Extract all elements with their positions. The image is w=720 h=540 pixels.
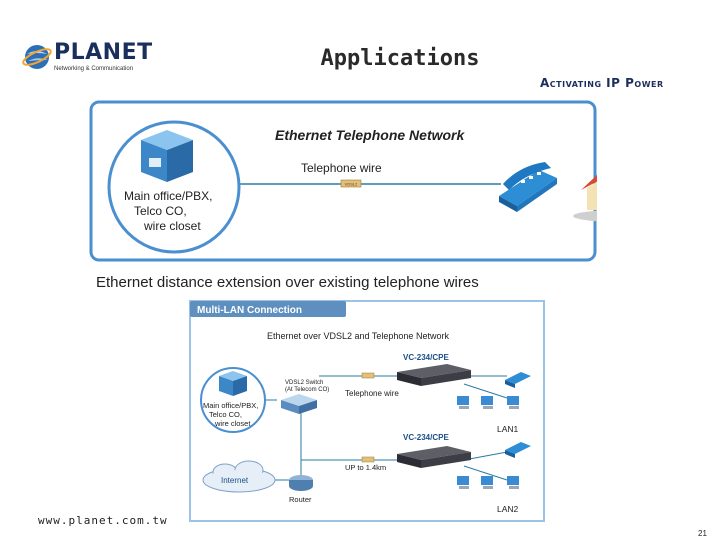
diagram-header-bar	[190, 301, 346, 317]
lan2-label: LAN2	[497, 504, 519, 514]
planet-logo: PLANET Networking & Communication	[22, 40, 152, 76]
logo-tagline: Networking & Communication	[54, 66, 134, 72]
wire-label: Telephone wire	[345, 389, 399, 398]
internet-cloud-icon	[202, 460, 276, 493]
telephone-icon	[505, 442, 531, 458]
wire-label: Telephone wire	[301, 161, 382, 175]
switch-label: VDSL2 Switch (At Telecom CO)	[285, 380, 329, 393]
slide-title: Applications	[320, 46, 480, 71]
network-lines	[231, 375, 508, 481]
main-office-label: Main office/PBX, Telco CO, wire closet	[203, 401, 260, 428]
ethernet-telephone-network-diagram: Ethernet Telephone Network Telephone wir…	[89, 100, 597, 262]
slide-subtitle: Ethernet distance extension over existin…	[96, 274, 479, 291]
diagram-header: Multi-LAN Connection	[197, 305, 302, 316]
computer-icons-lan2	[457, 476, 519, 489]
distance-label: UP to 1.4km	[345, 463, 386, 472]
router-icon	[289, 475, 313, 491]
slide-tagline: Activating IP Power	[540, 76, 664, 90]
cpe-device-bottom-icon	[397, 446, 471, 468]
telephone-icon	[505, 372, 531, 388]
lan1-label: LAN1	[497, 424, 519, 434]
globe-icon	[22, 45, 52, 69]
vdsl2-connector-bottom	[361, 456, 375, 463]
diagram-title: Ethernet over VDSL2 and Telephone Networ…	[267, 331, 449, 341]
computer-icons-lan1	[457, 396, 519, 409]
vdsl2-connector	[340, 179, 362, 188]
main-office-circle	[200, 367, 266, 433]
footer-url: www.planet.com.tw	[38, 514, 168, 527]
device-top-label: VC-234/CPE	[403, 353, 449, 362]
main-office-label: Main office/PBX, Telco CO, wire closet	[124, 189, 216, 233]
cpe-device-top-icon	[397, 364, 471, 386]
diagram-title: Ethernet Telephone Network	[275, 127, 466, 143]
vdsl2-connector-top	[361, 372, 375, 379]
logo-name: PLANET	[54, 40, 153, 65]
vdsl2-switch-icon	[281, 394, 317, 414]
multi-lan-connection-diagram: Multi-LAN Connection Ethernet over VDSL2…	[189, 300, 545, 522]
internet-label: Internet	[221, 476, 249, 485]
telephone-icon	[499, 162, 557, 212]
router-label: Router	[289, 495, 312, 504]
pbx-box-icon	[219, 371, 247, 396]
house-icon	[573, 175, 597, 222]
pbx-box-icon	[141, 130, 193, 182]
device-bottom-label: VC-234/CPE	[403, 433, 449, 442]
page-number: 21	[698, 529, 707, 538]
connector-label: VDSL2	[345, 182, 358, 187]
